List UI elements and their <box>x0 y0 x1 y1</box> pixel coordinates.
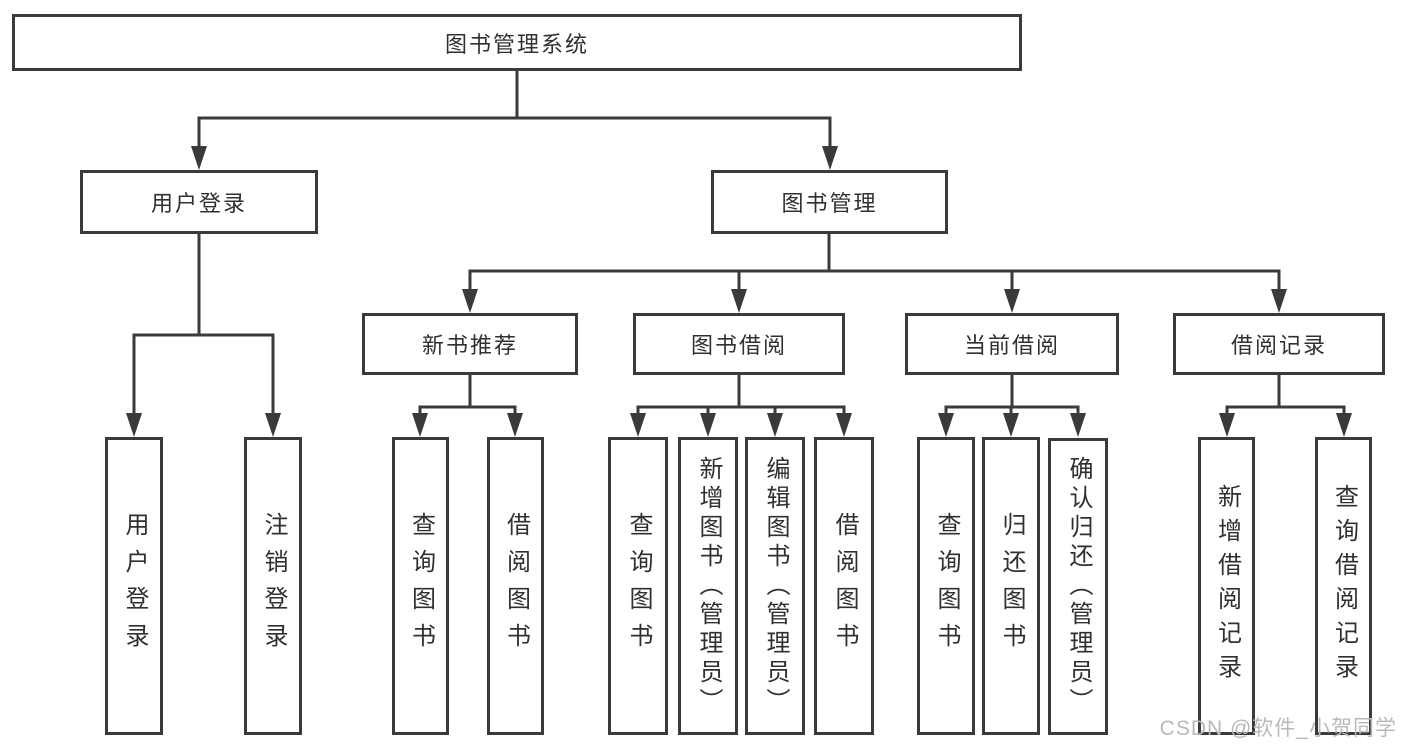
leaf-query-books-current: 查询图书 <box>917 437 975 735</box>
leaf-borrow-books: 借阅图书 <box>814 437 874 735</box>
csdn-watermark: CSDN @软件_小贺同学 <box>1159 717 1397 740</box>
leaf-add-borrow-record: 新增借阅记录 <box>1198 437 1255 735</box>
edge-new-book-recommend-to-leaves <box>412 373 523 437</box>
node-label: 查询图书 <box>933 512 960 660</box>
edge-book-borrow-to-leaves <box>630 373 852 437</box>
leaf-logout: 注销登录 <box>244 437 302 735</box>
leaf-query-books-borrow: 查询图书 <box>608 437 668 735</box>
edge-current-borrow-to-leaves <box>938 373 1086 437</box>
node-label: 编辑图书（管理员） <box>762 455 789 717</box>
node-label: 查询借阅记录 <box>1330 484 1358 688</box>
leaf-add-book-admin: 新增图书（管理员） <box>678 437 738 735</box>
leaf-confirm-return-admin: 确认归还（管理员） <box>1048 438 1108 735</box>
node-label: 用户登录 <box>150 191 247 216</box>
leaf-return-book: 归还图书 <box>982 437 1040 735</box>
node-label: 图书管理 <box>781 191 878 216</box>
leaf-query-borrow-record: 查询借阅记录 <box>1315 437 1372 735</box>
edge-user-login-to-leaves <box>126 231 281 437</box>
node-label: 归还图书 <box>998 512 1025 660</box>
node-book-borrow: 图书借阅 <box>633 313 845 375</box>
edge-borrow-records-to-leaves <box>1219 373 1352 437</box>
leaf-borrow-books-recommend: 借阅图书 <box>487 437 544 735</box>
node-new-book-recommend: 新书推荐 <box>362 313 578 375</box>
edge-book-management-to-level3 <box>462 231 1287 313</box>
node-label: 当前借阅 <box>963 333 1060 358</box>
leaf-edit-book-admin: 编辑图书（管理员） <box>745 437 805 735</box>
node-label: 借阅图书 <box>502 512 530 660</box>
node-label: 新增图书（管理员） <box>695 455 722 717</box>
leaf-user-login: 用户登录 <box>105 437 163 735</box>
node-label: 注销登录 <box>260 512 287 660</box>
node-borrow-records: 借阅记录 <box>1173 313 1385 375</box>
node-label: 新增借阅记录 <box>1213 484 1241 688</box>
leaf-query-books-recommend: 查询图书 <box>392 437 449 735</box>
node-label: 用户登录 <box>121 512 148 660</box>
node-current-borrow: 当前借阅 <box>905 313 1119 375</box>
node-label: 确认归还（管理员） <box>1065 456 1092 717</box>
edge-root-to-level2 <box>191 69 838 170</box>
node-label: 借阅图书 <box>831 512 858 660</box>
node-book-management: 图书管理 <box>711 170 948 234</box>
node-label: 查询图书 <box>625 512 652 660</box>
node-user-login: 用户登录 <box>80 170 318 234</box>
node-label: 图书管理系统 <box>444 31 589 57</box>
node-label: 新书推荐 <box>421 333 518 358</box>
node-label: 查询图书 <box>407 512 435 660</box>
node-label: 借阅记录 <box>1230 333 1327 358</box>
node-label: 图书借阅 <box>690 333 787 358</box>
node-root: 图书管理系统 <box>12 14 1022 71</box>
